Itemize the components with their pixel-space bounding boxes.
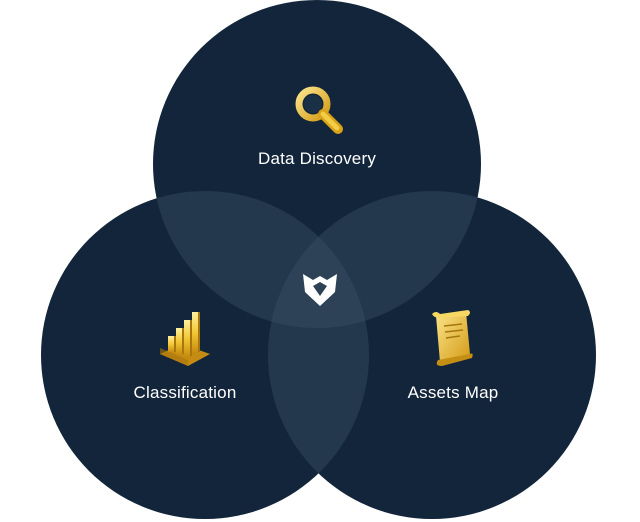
magnifier-icon [295, 86, 343, 134]
overlap-top-left [153, 191, 369, 328]
bar-chart-icon [160, 312, 210, 366]
logo-icon [303, 274, 337, 306]
label-assets-map: Assets Map [407, 383, 499, 402]
label-data-discovery: Data Discovery [257, 149, 377, 168]
label-classification: Classification [133, 383, 237, 402]
scroll-icon [432, 310, 473, 366]
overlap-top-right [268, 191, 481, 328]
